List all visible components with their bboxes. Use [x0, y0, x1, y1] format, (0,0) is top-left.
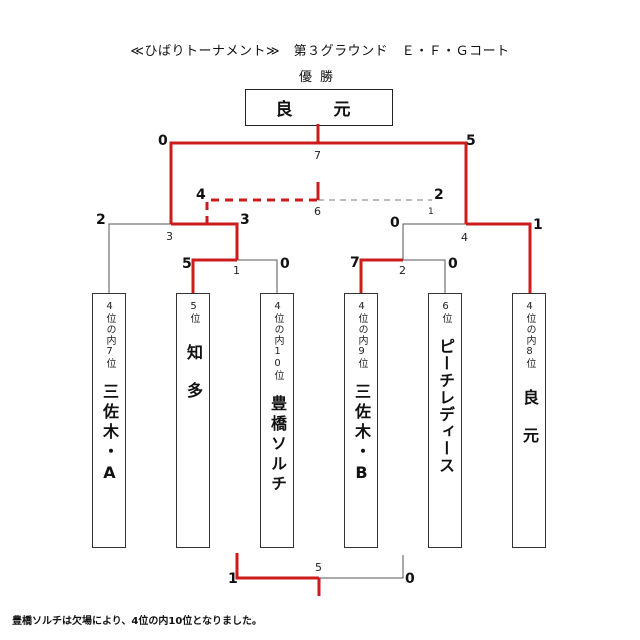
m7-right-leg [318, 141, 468, 224]
m7-right-score: 5 [466, 133, 476, 149]
m3-left-leg [108, 223, 171, 293]
m5-left-leg [235, 553, 319, 580]
team-name: 豊橋ソルチ [268, 395, 287, 495]
m3-left-score: 2 [96, 212, 106, 228]
team-seed: 5位 [188, 301, 199, 324]
m3-right-score: 3 [240, 212, 250, 228]
m2-left-leg [359, 258, 403, 293]
m3-right-leg [171, 222, 239, 260]
team-box: 4位の内8位 良元 [512, 293, 546, 548]
m7-left-leg [169, 141, 318, 224]
m6-left-leg [205, 198, 318, 224]
team-box: 4位の内9位 三佐木・B [344, 293, 378, 548]
m2-right-score: 0 [448, 256, 458, 272]
tournament-title: ≪ひばりトーナメント≫ 第３グラウンド Ｅ・Ｆ・Ｇコート [130, 44, 510, 59]
team-seed: 4位の内10位 [272, 301, 283, 381]
m1-right-score: 0 [280, 256, 290, 272]
champion-box: 良 元 [245, 89, 393, 126]
m7-number: 7 [314, 149, 321, 162]
m5-left-score: 1 [228, 571, 238, 587]
m6-tick-label: 1 [428, 207, 434, 217]
team-name: 知多 [184, 344, 203, 420]
m4-left-score: 0 [390, 215, 400, 231]
m2-left-score: 7 [350, 255, 360, 271]
champion-heading: 優勝 [298, 70, 341, 85]
team-box: 4位の内10位 豊橋ソルチ [260, 293, 294, 548]
team-name: 三佐木・B [352, 383, 371, 486]
m6-left-score: 4 [196, 187, 206, 203]
m4-left-leg [402, 223, 466, 260]
footnote: 豊橋ソルチは欠場により、4位の内10位となりました。 [12, 616, 262, 627]
team-name: ピーチレディース [436, 338, 455, 474]
m3-number: 3 [166, 230, 173, 243]
team-name: 良元 [520, 389, 539, 465]
m5-number: 5 [315, 561, 322, 574]
m4-right-score: 1 [533, 217, 543, 233]
m1-number: 1 [233, 264, 240, 277]
m5-right-score: 0 [405, 571, 415, 587]
m2-number: 2 [399, 264, 406, 277]
team-box: 5位 知多 [176, 293, 210, 548]
m7-left-score: 0 [158, 133, 168, 149]
m6-right-score: 2 [434, 187, 444, 203]
m4-right-leg [466, 222, 532, 293]
team-box: 6位 ピーチレディース [428, 293, 462, 548]
m1-left-score: 5 [182, 256, 192, 272]
m1-left-leg [191, 258, 237, 293]
m2-right-leg [403, 259, 446, 293]
team-seed: 4位の内8位 [524, 301, 535, 369]
m6-number: 6 [314, 205, 321, 218]
team-seed: 4位の内7位 [104, 301, 115, 369]
team-name: 三佐木・A [100, 383, 119, 486]
m4-number: 4 [461, 231, 468, 244]
team-seed: 4位の内9位 [356, 301, 367, 369]
team-box: 4位の内7位 三佐木・A [92, 293, 126, 548]
team-seed: 6位 [440, 301, 451, 324]
m5-right-leg [319, 555, 404, 579]
m1-right-leg [237, 259, 278, 293]
